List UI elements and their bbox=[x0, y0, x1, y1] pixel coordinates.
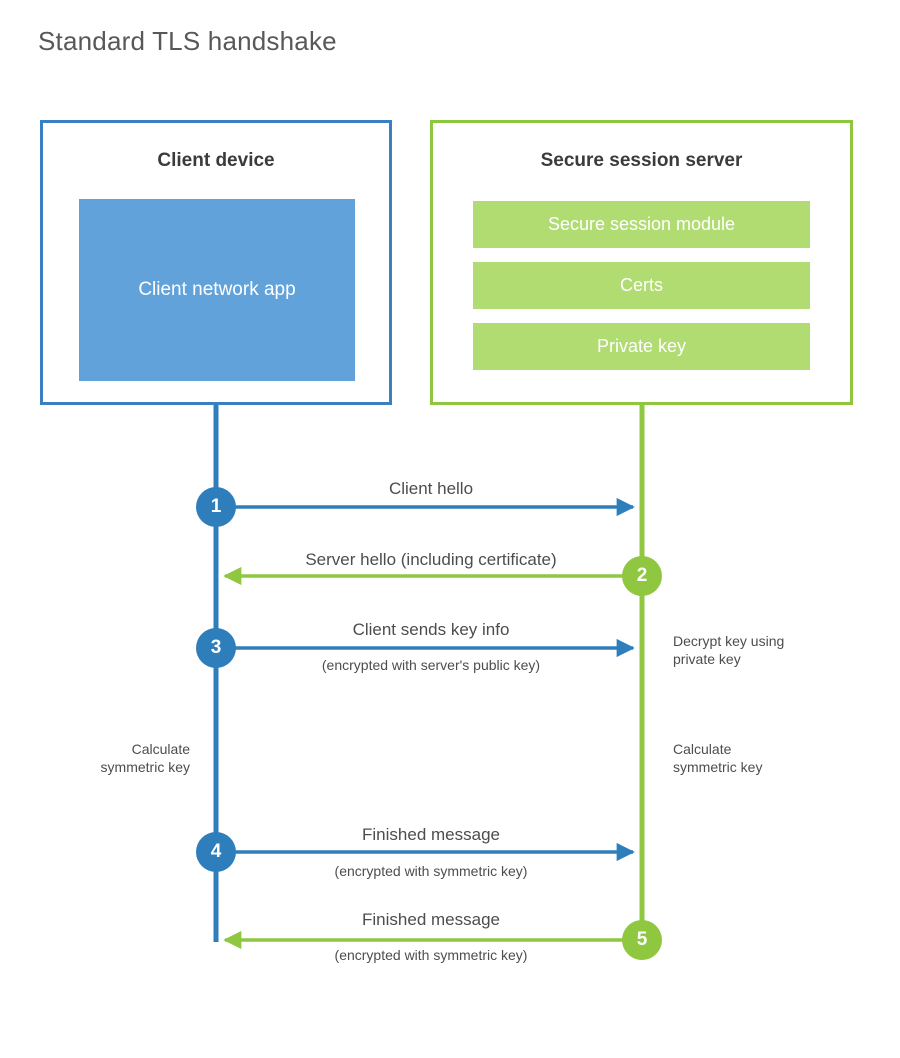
server-module-secure-session-module: Secure session module bbox=[473, 201, 810, 248]
message-label-step-4: Finished message bbox=[362, 825, 500, 844]
client-device-title: Client device bbox=[157, 150, 275, 171]
message-sublabel-step-4: (encrypted with symmetric key) bbox=[334, 863, 528, 879]
server-module-certs: Certs bbox=[473, 262, 810, 309]
secure-session-server-box: Secure session server Secure session mod… bbox=[430, 120, 853, 405]
note-decrypt-key: Decrypt key using private key bbox=[673, 632, 863, 668]
note-server-calc-line-2: symmetric key bbox=[673, 759, 763, 776]
message-label-step-2: Server hello (including certificate) bbox=[305, 550, 557, 569]
message-sublabel-step-5: (encrypted with symmetric key) bbox=[334, 947, 528, 963]
server-module-list: Secure session module Certs Private key bbox=[473, 201, 810, 370]
secure-session-server-title: Secure session server bbox=[540, 150, 743, 171]
step-badge-5: 5 bbox=[622, 920, 662, 960]
note-decrypt-key-line-2: private key bbox=[673, 651, 741, 668]
step-badge-4: 4 bbox=[196, 832, 236, 872]
message-sublabel-step-3: (encrypted with server's public key) bbox=[321, 657, 541, 673]
step-badge-3: 3 bbox=[196, 628, 236, 668]
note-client-calc-line-1: Calculate bbox=[131, 741, 190, 757]
note-client-calc-line-2: symmetric key bbox=[100, 759, 190, 776]
client-network-app-block: Client network app bbox=[79, 199, 355, 381]
step-badge-2: 2 bbox=[622, 556, 662, 596]
note-client-calculate-symmetric-key: Calculate symmetric key bbox=[20, 740, 190, 776]
note-decrypt-key-line-1: Decrypt key using bbox=[673, 633, 785, 649]
client-device-box: Client device Client network app bbox=[40, 120, 392, 405]
step-badge-1: 1 bbox=[196, 487, 236, 527]
server-module-private-key: Private key bbox=[473, 323, 810, 370]
page-title: Standard TLS handshake bbox=[38, 26, 337, 56]
message-label-step-5: Finished message bbox=[362, 910, 500, 929]
message-label-step-1: Client hello bbox=[388, 479, 474, 498]
note-server-calculate-symmetric-key: Calculate symmetric key bbox=[673, 740, 853, 776]
message-label-step-3: Client sends key info bbox=[352, 620, 510, 639]
note-server-calc-line-1: Calculate bbox=[673, 741, 732, 757]
